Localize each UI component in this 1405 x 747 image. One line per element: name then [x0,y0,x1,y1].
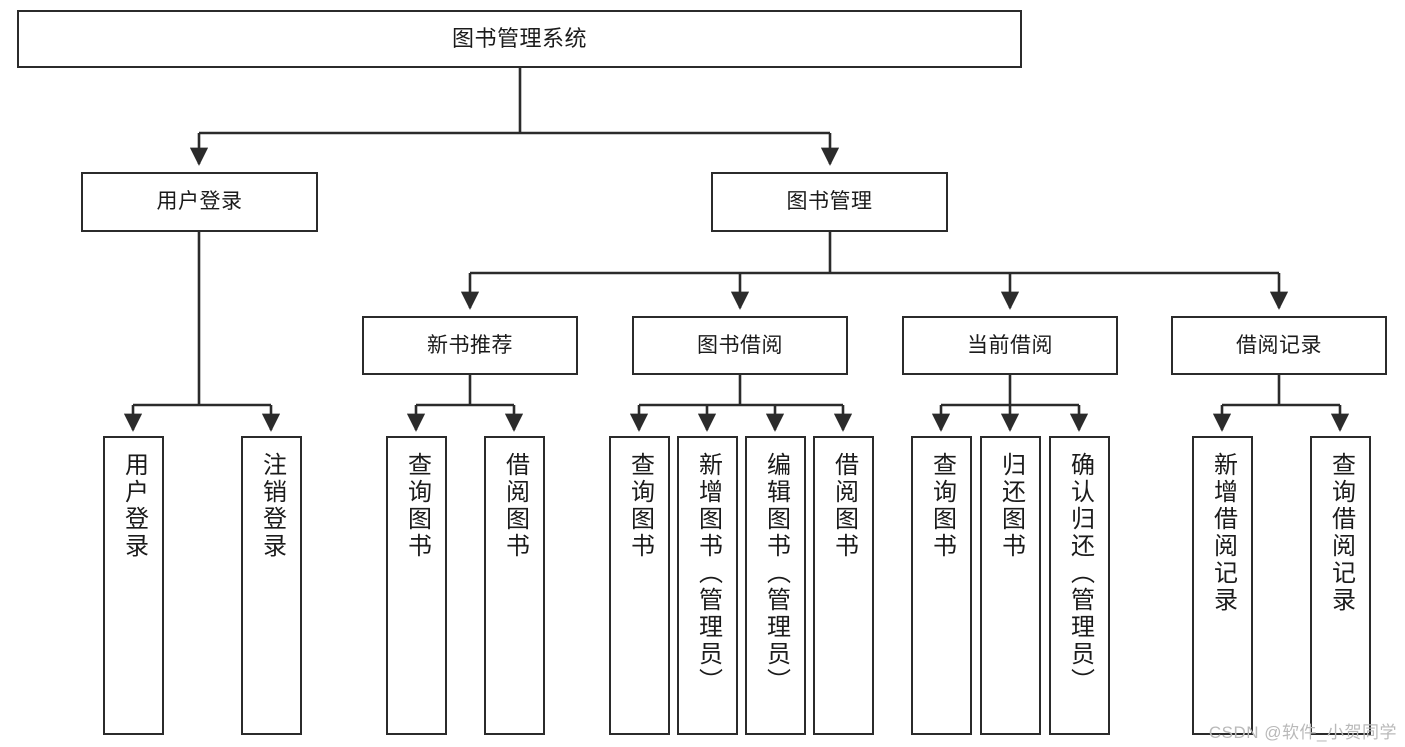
leaf-query-book-recommend[interactable]: 查询图书 [386,436,447,735]
node-label: 当前借阅 [967,333,1053,357]
node-borrow-record[interactable]: 借阅记录 [1171,316,1387,375]
node-label: 查询图书 [626,452,654,560]
leaf-borrow-book[interactable]: 借阅图书 [813,436,874,735]
node-user-login[interactable]: 用户登录 [81,172,318,232]
watermark: CSDN @软件_小贺同学 [1208,723,1397,742]
node-label: 查询借阅记录 [1327,452,1355,614]
leaf-confirm-return-admin[interactable]: 确认归还（管理员） [1049,436,1110,735]
node-new-book-recommend[interactable]: 新书推荐 [362,316,578,375]
leaf-query-book-current[interactable]: 查询图书 [911,436,972,735]
node-label: 查询图书 [403,452,431,560]
node-book-management[interactable]: 图书管理 [711,172,948,232]
leaf-edit-book-admin[interactable]: 编辑图书（管理员） [745,436,806,735]
node-label: 借阅图书 [501,452,529,560]
leaf-user-login[interactable]: 用户登录 [103,436,164,735]
leaf-return-book[interactable]: 归还图书 [980,436,1041,735]
node-label: 归还图书 [997,452,1025,560]
node-label: 新增图书（管理员） [694,452,722,695]
node-book-borrow[interactable]: 图书借阅 [632,316,848,375]
leaf-query-book-borrow[interactable]: 查询图书 [609,436,670,735]
leaf-logout[interactable]: 注销登录 [241,436,302,735]
node-label: 编辑图书（管理员） [762,452,790,695]
node-label: 图书管理 [786,190,873,214]
node-label: 图书借阅 [697,333,783,357]
node-label: 图书管理系统 [451,25,587,51]
node-root-book-management-system[interactable]: 图书管理系统 [17,10,1022,68]
leaf-add-borrow-record[interactable]: 新增借阅记录 [1192,436,1253,735]
node-label: 借阅记录 [1236,333,1322,357]
node-label: 用户登录 [120,452,148,560]
node-current-borrow[interactable]: 当前借阅 [902,316,1118,375]
leaf-query-borrow-record[interactable]: 查询借阅记录 [1310,436,1371,735]
node-label: 新书推荐 [427,333,513,357]
leaf-add-book-admin[interactable]: 新增图书（管理员） [677,436,738,735]
node-label: 用户登录 [156,190,243,214]
node-label: 注销登录 [258,452,286,560]
leaf-borrow-book-recommend[interactable]: 借阅图书 [484,436,545,735]
node-label: 查询图书 [928,452,956,560]
node-label: 借阅图书 [830,452,858,560]
node-label: 确认归还（管理员） [1066,452,1094,695]
node-label: 新增借阅记录 [1209,452,1237,614]
